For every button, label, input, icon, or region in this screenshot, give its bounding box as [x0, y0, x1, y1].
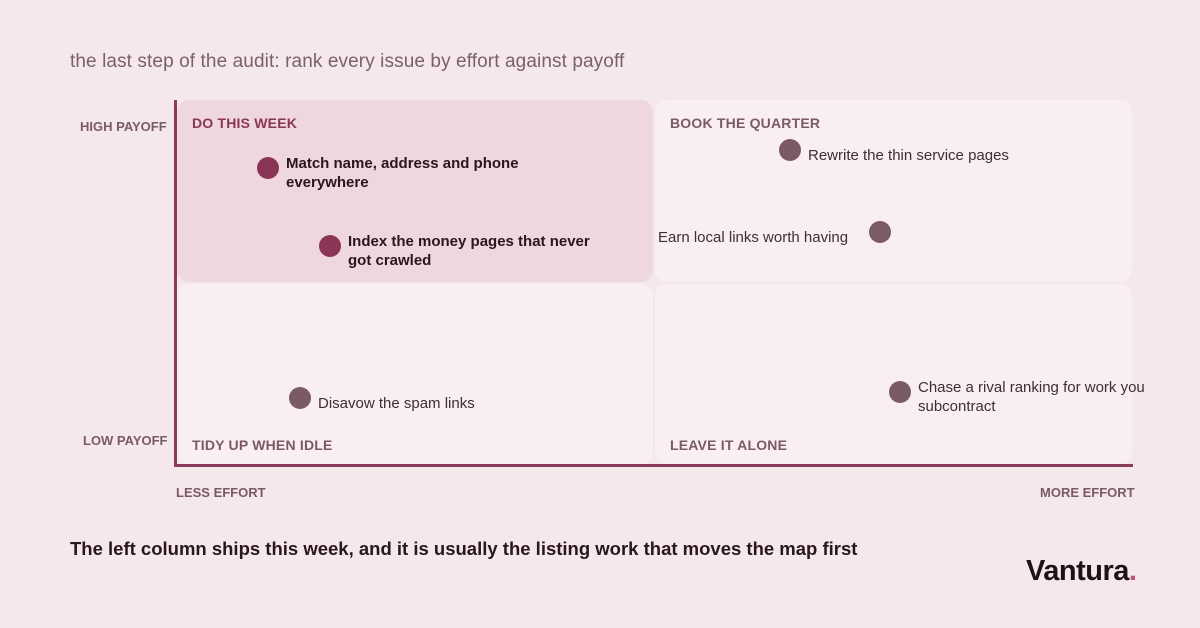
x-axis-line: [174, 464, 1133, 467]
quadrant-title-tidy-up-when-idle: TIDY UP WHEN IDLE: [192, 437, 333, 453]
brand-name: Vantura: [1026, 555, 1129, 587]
item-label-disavow: Disavow the spam links: [318, 395, 475, 412]
item-marker-links: [869, 221, 891, 243]
quadrant-do-this-week: [177, 100, 653, 282]
quadrant-tidy-up-when-idle: [177, 284, 653, 464]
y-axis-line: [174, 100, 177, 467]
item-marker-index: [319, 235, 341, 257]
x-axis-low-label: LESS EFFORT: [176, 485, 266, 500]
item-label-index: Index the money pages that never got cra…: [348, 233, 590, 269]
quadrant-leave-it-alone: [655, 284, 1132, 464]
quadrant-title-book-the-quarter: BOOK THE QUARTER: [670, 115, 821, 131]
item-label-links: Earn local links worth having: [658, 229, 849, 246]
quadrant-book-the-quarter: [655, 100, 1132, 282]
item-marker-rewrite: [779, 139, 801, 161]
takeaway-text: The left column ships this week, and it …: [70, 538, 858, 559]
quadrant-title-do-this-week: DO THIS WEEK: [192, 115, 298, 131]
y-axis-high-label: HIGH PAYOFF: [80, 119, 167, 134]
brand-logo: Vantura.: [1026, 555, 1137, 588]
item-label-rewrite: Rewrite the thin service pages: [808, 147, 1009, 164]
page-headline: the last step of the audit: rank every i…: [70, 51, 625, 72]
item-marker-nap: [257, 157, 279, 179]
brand-dot: .: [1128, 555, 1137, 587]
x-axis-high-label: MORE EFFORT: [1040, 485, 1135, 500]
item-label-nap: Match name, address and phone everywhere: [286, 155, 519, 191]
quadrant-title-leave-it-alone: LEAVE IT ALONE: [670, 437, 788, 453]
item-label-rival: Chase a rival ranking for work you subco…: [918, 379, 1145, 415]
item-marker-rival: [889, 381, 911, 403]
item-marker-disavow: [289, 387, 311, 409]
y-axis-low-label: LOW PAYOFF: [83, 433, 168, 448]
